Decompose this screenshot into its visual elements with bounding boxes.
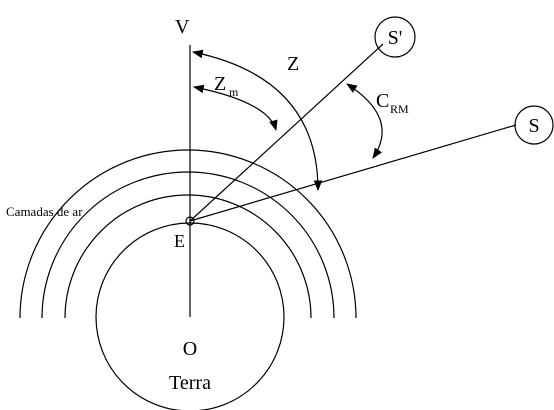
zenith-angle-label: Z xyxy=(287,53,299,75)
observer-label: E xyxy=(174,231,185,251)
earth-center-label: O xyxy=(183,338,197,360)
line-to-true-star xyxy=(189,124,517,222)
air-layers-label: Camadas de ar xyxy=(6,204,83,219)
arc-measured-zenith xyxy=(192,84,278,132)
arc-refraction-correction xyxy=(346,83,383,159)
measured-zenith-subscript: m xyxy=(229,85,239,99)
apparent-star-circle xyxy=(374,16,416,58)
earth-label: Terra xyxy=(169,372,211,394)
true-star-label: S xyxy=(528,115,539,137)
refraction-label: C xyxy=(376,90,389,112)
true-star-circle xyxy=(514,105,554,145)
zenith-label: V xyxy=(175,16,190,38)
measured-zenith-label: Z xyxy=(214,73,226,95)
air-layer-outer xyxy=(19,149,357,319)
air-layer-inner xyxy=(64,194,312,319)
observer-point xyxy=(185,216,195,226)
arc-zenith-angle xyxy=(191,49,323,192)
air-layer-middle xyxy=(41,171,335,319)
refraction-subscript: RM xyxy=(390,102,409,116)
apparent-star-label: S' xyxy=(388,27,403,49)
